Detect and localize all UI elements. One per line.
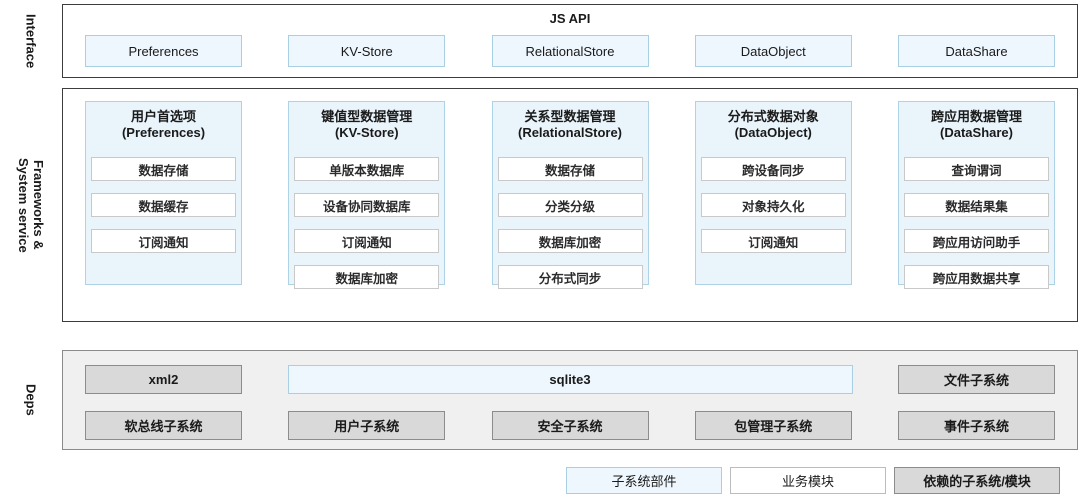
module-box: 数据缓存 — [91, 193, 236, 217]
js-api-title: JS API — [549, 11, 591, 26]
dep-box-package-subsystem: 包管理子系统 — [694, 411, 852, 440]
column-title-cn: 键值型数据管理 — [321, 109, 413, 124]
dep-box-user-subsystem: 用户子系统 — [288, 411, 446, 440]
column-title: 跨应用数据管理 (DataShare) — [904, 109, 1049, 148]
framework-column-relationalstore: 关系型数据管理 (RelationalStore) 数据存储 分类分级 数据库加… — [491, 101, 649, 289]
legend-dependent-subsystem: 依赖的子系统/模块 — [894, 467, 1060, 494]
framework-column-dataobject: 分布式数据对象 (DataObject) 跨设备同步 对象持久化 订阅通知 — [694, 101, 852, 285]
column-title: 用户首选项 (Preferences) — [91, 109, 236, 148]
module-box: 数据库加密 — [294, 265, 440, 289]
module-box: 分类分级 — [497, 193, 643, 217]
dep-box-security-subsystem: 安全子系统 — [491, 411, 649, 440]
column-title-cn: 用户首选项 — [130, 109, 196, 124]
deps-row-1: xml2 sqlite3 文件子系统 — [63, 365, 1077, 394]
column-title: 分布式数据对象 (DataObject) — [701, 109, 846, 148]
module-box: 分布式同步 — [497, 265, 643, 289]
legend-subsystem-part: 子系统部件 — [566, 467, 722, 494]
deps-section: xml2 sqlite3 文件子系统 软总线子系统 用户子系统 安全子系统 包管… — [62, 350, 1078, 450]
dep-box-softbus-subsystem: 软总线子系统 — [85, 411, 242, 440]
module-box: 数据库加密 — [497, 229, 643, 253]
column-title: 关系型数据管理 (RelationalStore) — [498, 109, 643, 148]
module-box: 跨应用数据共享 — [904, 265, 1049, 289]
dep-box-file-subsystem: 文件子系统 — [898, 365, 1055, 394]
dep-box-event-subsystem: 事件子系统 — [898, 411, 1055, 440]
legend-business-module: 业务模块 — [730, 467, 886, 494]
layer-label-interface-text: Interface — [23, 13, 39, 69]
subsystem-box-sqlite3: sqlite3 — [287, 365, 853, 394]
column-title-en: (Preferences) — [121, 125, 206, 140]
dep-box-xml2: xml2 — [85, 365, 242, 394]
api-box-dataobject: DataObject — [694, 35, 852, 67]
column-title-en: (RelationalStore) — [517, 125, 622, 140]
frameworks-section: 用户首选项 (Preferences) 数据存储 数据缓存 订阅通知 键值型数据… — [62, 88, 1078, 322]
api-box-kv-store: KV-Store — [288, 35, 446, 67]
module-box: 数据存储 — [91, 157, 236, 181]
framework-column-kv-store: 键值型数据管理 (KV-Store) 单版本数据库 设备协同数据库 订阅通知 数… — [288, 101, 446, 289]
module-box: 查询谓词 — [904, 157, 1049, 181]
layer-label-frameworks-text: Frameworks &System service — [16, 158, 46, 253]
module-box: 设备协同数据库 — [294, 193, 440, 217]
api-box-preferences: Preferences — [85, 35, 242, 67]
column-title-en: (KV-Store) — [334, 125, 399, 140]
layer-label-interface: Interface — [0, 4, 62, 78]
layer-label-frameworks: Frameworks &System service — [0, 88, 62, 322]
api-row: Preferences KV-Store RelationalStore Dat… — [63, 35, 1077, 67]
legend: 子系统部件 业务模块 依赖的子系统/模块 — [566, 467, 1060, 494]
layer-label-deps: Deps — [0, 350, 62, 450]
api-box-relationalstore: RelationalStore — [491, 35, 649, 67]
interface-section: JS API Preferences KV-Store RelationalSt… — [62, 4, 1078, 78]
module-box: 跨应用访问助手 — [904, 229, 1049, 253]
column-title-cn: 关系型数据管理 — [524, 109, 616, 124]
framework-column-datashare: 跨应用数据管理 (DataShare) 查询谓词 数据结果集 跨应用访问助手 跨… — [898, 101, 1055, 289]
frameworks-label-line2: System service — [16, 157, 31, 253]
column-title-cn: 跨应用数据管理 — [930, 109, 1022, 124]
module-box: 跨设备同步 — [700, 157, 846, 181]
layer-label-deps-text: Deps — [23, 384, 39, 416]
api-box-datashare: DataShare — [898, 35, 1055, 67]
column-title-en: (DataShare) — [940, 125, 1013, 140]
column-title: 键值型数据管理 (KV-Store) — [294, 109, 439, 148]
framework-column-preferences: 用户首选项 (Preferences) 数据存储 数据缓存 订阅通知 — [85, 101, 242, 285]
module-box: 订阅通知 — [700, 229, 846, 253]
column-title-cn: 分布式数据对象 — [727, 109, 819, 124]
module-box: 订阅通知 — [91, 229, 236, 253]
frameworks-row: 用户首选项 (Preferences) 数据存储 数据缓存 订阅通知 键值型数据… — [63, 101, 1077, 289]
module-box: 订阅通知 — [294, 229, 440, 253]
frameworks-label-line1: Frameworks & — [31, 160, 46, 250]
module-box: 数据存储 — [497, 157, 643, 181]
deps-row-2: 软总线子系统 用户子系统 安全子系统 包管理子系统 事件子系统 — [63, 411, 1077, 440]
module-box: 数据结果集 — [904, 193, 1049, 217]
module-box: 单版本数据库 — [294, 157, 440, 181]
module-box: 对象持久化 — [700, 193, 846, 217]
column-title-en: (DataObject) — [734, 125, 812, 140]
